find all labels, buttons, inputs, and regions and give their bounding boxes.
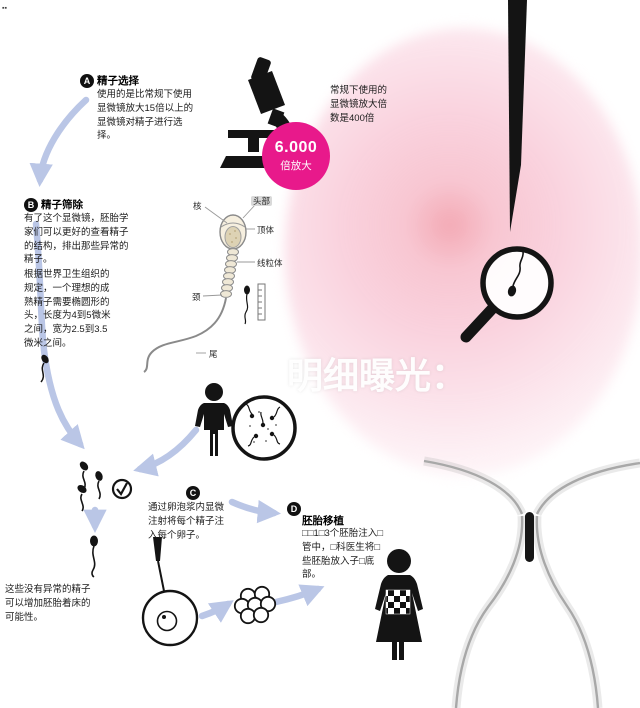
label-mitochondria: 线粒体	[257, 258, 283, 268]
embryo-morula-icon	[233, 585, 277, 625]
sperm-on-path-icon	[40, 354, 49, 383]
sperm-scale-ruler	[244, 283, 266, 325]
step-b-body: 有了这个显微镜，胚胎学家们可以更好的查看精子的结构，排出那些异常的精子。	[24, 213, 129, 266]
step-a-title: 精子选择	[97, 75, 139, 87]
single-sperm-icon	[90, 535, 98, 578]
person-icon	[195, 383, 233, 456]
magnification-value: 6.000	[274, 139, 318, 156]
label-nucleus: 核	[193, 201, 202, 211]
arrow-morula-to-woman	[272, 584, 325, 607]
arrow-c-to-d	[228, 498, 281, 524]
arrow-a-to-b	[29, 96, 90, 188]
watermark-text: 明细曝光：	[287, 355, 468, 396]
step-d-marker: D	[287, 502, 301, 516]
check-icon	[111, 478, 133, 500]
magnification-unit: 倍放大	[280, 160, 312, 172]
magnifier-icon	[460, 246, 554, 343]
step-b-body2: 根据世界卫生组织的规定，一个理想的成熟精子需要椭圆形的头，长度为4到5微米之间，…	[24, 269, 111, 349]
arrow-dish-to-cluster	[133, 426, 200, 477]
label-head: 头部	[251, 196, 273, 206]
step-b-marker: B	[24, 198, 38, 212]
cervix-illustration	[423, 456, 640, 708]
step-c-body: 通过卵泡浆内显微注射将每个精子注入每个卵子。	[148, 502, 225, 541]
needle-icon	[508, 0, 527, 232]
label-tail: 尾	[209, 349, 218, 359]
microscope-note: 常规下使用的显微镜放大倍数是400倍	[330, 85, 388, 124]
arrow-b-to-cluster	[32, 220, 85, 450]
label-acrosome: 顶体	[257, 225, 275, 235]
selected-sperm-cluster	[77, 461, 133, 512]
step-d-body: □□1□3个胚胎注入□管中，□科医生将□些胚胎放入子□底部。	[302, 528, 384, 581]
corner-marks: ▪▪	[2, 5, 7, 12]
checker-mark	[385, 589, 411, 615]
woman-icon	[375, 549, 423, 660]
flow-arrows	[29, 96, 325, 623]
step-b-title: 精子筛除	[41, 199, 83, 211]
step-a-body: 使用的是比常规下使用显微镜放大15倍以上的显微镜对精子进行选择。	[97, 89, 194, 142]
sperm-anatomy-diagram	[143, 204, 256, 373]
magnification-badge: 6.000 倍放大	[262, 122, 330, 190]
label-neck: 颈	[192, 292, 201, 302]
cervix-opening	[525, 512, 534, 562]
arrow-egg-to-morula	[198, 600, 234, 623]
step-c-marker: C	[186, 486, 200, 500]
step-a-marker: A	[80, 74, 94, 88]
bottom-note: 这些没有异常的精子可以增加胚胎着床的可能性。	[5, 584, 91, 623]
step-d-title: 胚胎移植	[302, 515, 344, 527]
petri-dish-icon	[231, 395, 297, 461]
egg-injection-icon	[141, 537, 199, 647]
ovary-tissue-blob	[285, 28, 640, 476]
